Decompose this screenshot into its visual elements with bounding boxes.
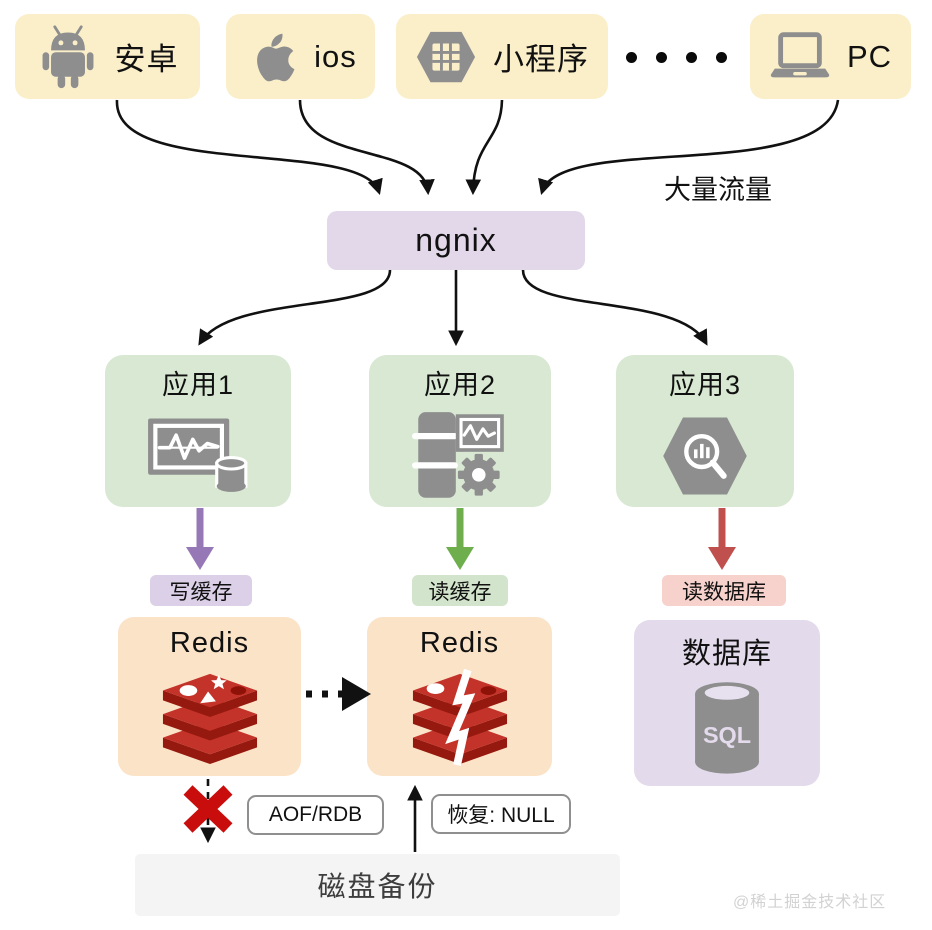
gateway-box-ngnix: ngnix [327, 211, 585, 270]
app-box-2: 应用2 [369, 355, 551, 507]
arrowhead-write-cache [186, 547, 214, 570]
arrow-android-to-ngnix [115, 99, 383, 195]
redis-crashed-box: Redis [367, 617, 552, 776]
app-title-3: 应用3 [668, 370, 742, 400]
read-cache-text: 读缓存 [428, 580, 492, 604]
client-box-pc: PC [750, 14, 911, 99]
arrow-ngnix-to-app3 [521, 269, 708, 346]
server-gear-icon [412, 411, 504, 498]
traffic-label: 大量流量 [664, 175, 772, 205]
redis-primary-title: Redis [169, 627, 250, 659]
disk-backup-text: 磁盘备份 [317, 871, 438, 902]
disk-backup-bar: 磁盘备份 [135, 854, 620, 916]
miniprogram-icon [416, 31, 476, 82]
client-label-pc: PC [846, 38, 893, 74]
arrowhead-read-cache [446, 547, 474, 570]
redis-crashed-title: Redis [419, 627, 500, 659]
recover-null-note: 恢复: NULL [431, 794, 571, 834]
watermark: @稀土掘金技术社区 [733, 894, 887, 911]
database-box: 数据库 SQL [634, 620, 820, 786]
client-label-miniprogram: 小程序 [493, 42, 589, 77]
arrow-miniprogram-to-ngnix [465, 99, 504, 196]
fail-x-icon-2 [183, 785, 233, 833]
hexagon-search-icon [663, 417, 747, 494]
app-title-2: 应用2 [423, 370, 497, 400]
redis-icon [162, 673, 257, 765]
aof-rdb-note: AOF/RDB [247, 795, 384, 835]
client-box-miniprogram: 小程序 [396, 14, 608, 99]
apple-icon [257, 33, 295, 81]
aof-rdb-text: AOF/RDB [268, 803, 363, 826]
recover-null-text: 恢复: NULL [447, 804, 555, 827]
app-box-3: 应用3 [616, 355, 794, 507]
client-label-android: 安卓 [114, 42, 179, 77]
edge-label-read-db: 读数据库 [662, 575, 786, 606]
database-title: 数据库 [681, 638, 772, 670]
arrow-ngnix-to-app1 [198, 269, 392, 346]
edge-label-read-cache: 读缓存 [412, 575, 508, 606]
monitor-database-icon [148, 418, 248, 492]
client-box-android: 安卓 [15, 14, 200, 99]
arrowhead-read-db [708, 547, 736, 570]
redis-crashed-icon [412, 669, 507, 766]
android-icon [42, 24, 93, 88]
gateway-label: ngnix [415, 222, 497, 258]
sql-database-icon: SQL [695, 682, 759, 774]
client-box-ios: ios [226, 14, 375, 99]
redis-primary-box: Redis [118, 617, 301, 776]
laptop-icon [770, 31, 830, 77]
client-label-ios: ios [314, 38, 357, 74]
arrow-ios-to-ngnix [298, 99, 435, 196]
write-cache-text: 写缓存 [169, 580, 233, 604]
edge-label-write-cache: 写缓存 [150, 575, 252, 606]
app-title-1: 应用1 [161, 370, 235, 400]
app-box-1: 应用1 [105, 355, 291, 507]
read-db-text: 读数据库 [682, 580, 766, 604]
fail-x-icon [183, 785, 233, 833]
sql-text: SQL [703, 722, 751, 748]
ellipsis-dots [626, 52, 727, 63]
